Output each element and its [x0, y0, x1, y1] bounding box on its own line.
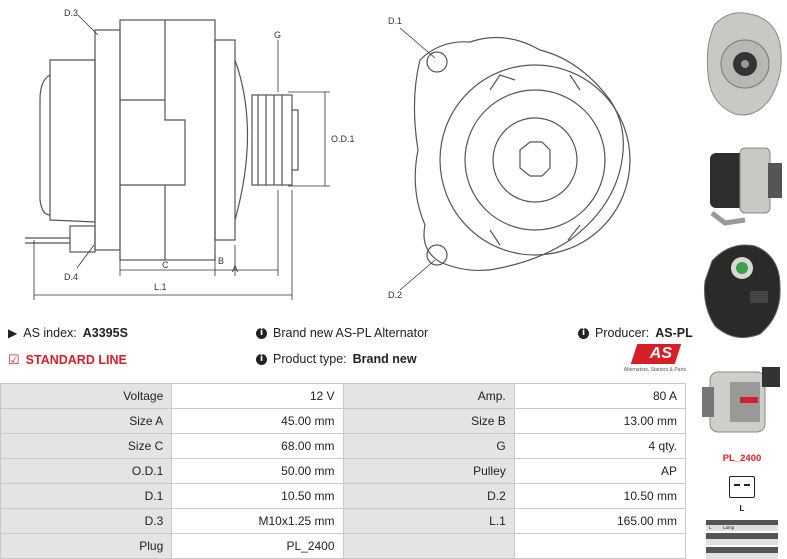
label-d3: D.3 — [64, 8, 78, 18]
spec-label: D.1 — [0, 483, 173, 509]
standard-line: ☑ STANDARD LINE — [8, 352, 127, 368]
spec-value: PL_2400 — [171, 533, 344, 559]
plug-row-pin: L — [709, 525, 712, 530]
spec-label: Voltage — [0, 383, 173, 409]
producer-label: Producer: — [595, 326, 650, 340]
product-photo-1[interactable] — [700, 4, 784, 122]
label-d4: D.4 — [64, 272, 78, 282]
spec-value — [513, 533, 687, 559]
product-photo-4[interactable] — [700, 352, 784, 450]
label-d1: D.1 — [388, 16, 402, 26]
producer: i Producer: AS-PL — [578, 326, 693, 340]
plug-name: PL_2400 — [722, 453, 762, 464]
side-view-drawing: D.3 G O.D.1 D.4 C B A L.1 — [25, 8, 355, 300]
spec-label: Pulley — [342, 458, 515, 484]
logo-tagline: Alternators, Starters & Parts — [623, 367, 686, 373]
label-c: C — [162, 260, 169, 270]
spec-label: G — [342, 433, 515, 459]
spec-label: L.1 — [342, 508, 515, 534]
plug-diagram: L L Lamp — [700, 470, 784, 559]
spec-label: Size B — [342, 408, 515, 434]
plug-row-desc: Lamp — [723, 525, 735, 530]
spec-value: 68.00 mm — [171, 433, 344, 459]
spec-label: Size A — [0, 408, 173, 434]
info-icon: i — [256, 327, 267, 339]
spec-value: 4 qty. — [513, 433, 687, 459]
label-l1: L.1 — [154, 282, 167, 292]
product-type-label: Product type: — [273, 352, 347, 366]
product-photo-3[interactable] — [700, 236, 784, 342]
label-b: B — [218, 256, 224, 266]
label-od1: O.D.1 — [331, 134, 355, 144]
spec-label: D.2 — [342, 483, 515, 509]
spec-value: 13.00 mm — [513, 408, 687, 434]
front-view-drawing: D.1 D.2 — [388, 16, 631, 300]
label-a: A — [232, 264, 238, 274]
as-logo: AS Alternators, Starters & Parts — [616, 344, 686, 376]
label-g: G — [274, 30, 281, 40]
spec-label: Amp. — [342, 383, 515, 409]
info-icon: i — [578, 327, 589, 339]
product-type: i Product type: Brand new — [256, 352, 417, 366]
check-square-icon: ☑ — [8, 352, 20, 367]
spec-label — [342, 533, 515, 559]
tags-icon: ▶ — [8, 326, 18, 340]
plug-connector-icon — [729, 476, 755, 498]
spec-label: D.3 — [0, 508, 173, 534]
info-icon: i — [256, 353, 267, 365]
spec-value: 165.00 mm — [513, 508, 687, 534]
producer-value: AS-PL — [655, 326, 693, 340]
plug-table: L Lamp — [706, 520, 778, 559]
spec-value: 45.00 mm — [171, 408, 344, 434]
label-d2: D.2 — [388, 290, 402, 300]
as-index-label: AS index: — [23, 326, 77, 340]
as-index: ▶ AS index: A3395S — [8, 326, 128, 340]
description-text: Brand new AS-PL Alternator — [273, 326, 429, 340]
spec-label: O.D.1 — [0, 458, 173, 484]
product-photo-2[interactable] — [700, 128, 784, 228]
plug-table-header — [706, 520, 778, 525]
plug-table-row: L Lamp — [706, 525, 778, 531]
spec-value: 50.00 mm — [171, 458, 344, 484]
spec-value: M10x1.25 mm — [171, 508, 344, 534]
spec-value: 10.50 mm — [513, 483, 687, 509]
product-type-value: Brand new — [352, 352, 417, 366]
description: i Brand new AS-PL Alternator — [256, 326, 428, 340]
spec-value: 80 A — [513, 383, 687, 409]
plug-pin-label: L — [739, 504, 745, 513]
spec-value: 10.50 mm — [171, 483, 344, 509]
as-index-value: A3395S — [82, 326, 128, 340]
spec-label: Size C — [0, 433, 173, 459]
spec-value: AP — [513, 458, 687, 484]
spec-value: 12 V — [171, 383, 344, 409]
standard-line-text: STANDARD LINE — [25, 353, 127, 367]
logo-text: AS — [649, 345, 672, 362]
spec-label: Plug — [0, 533, 173, 559]
